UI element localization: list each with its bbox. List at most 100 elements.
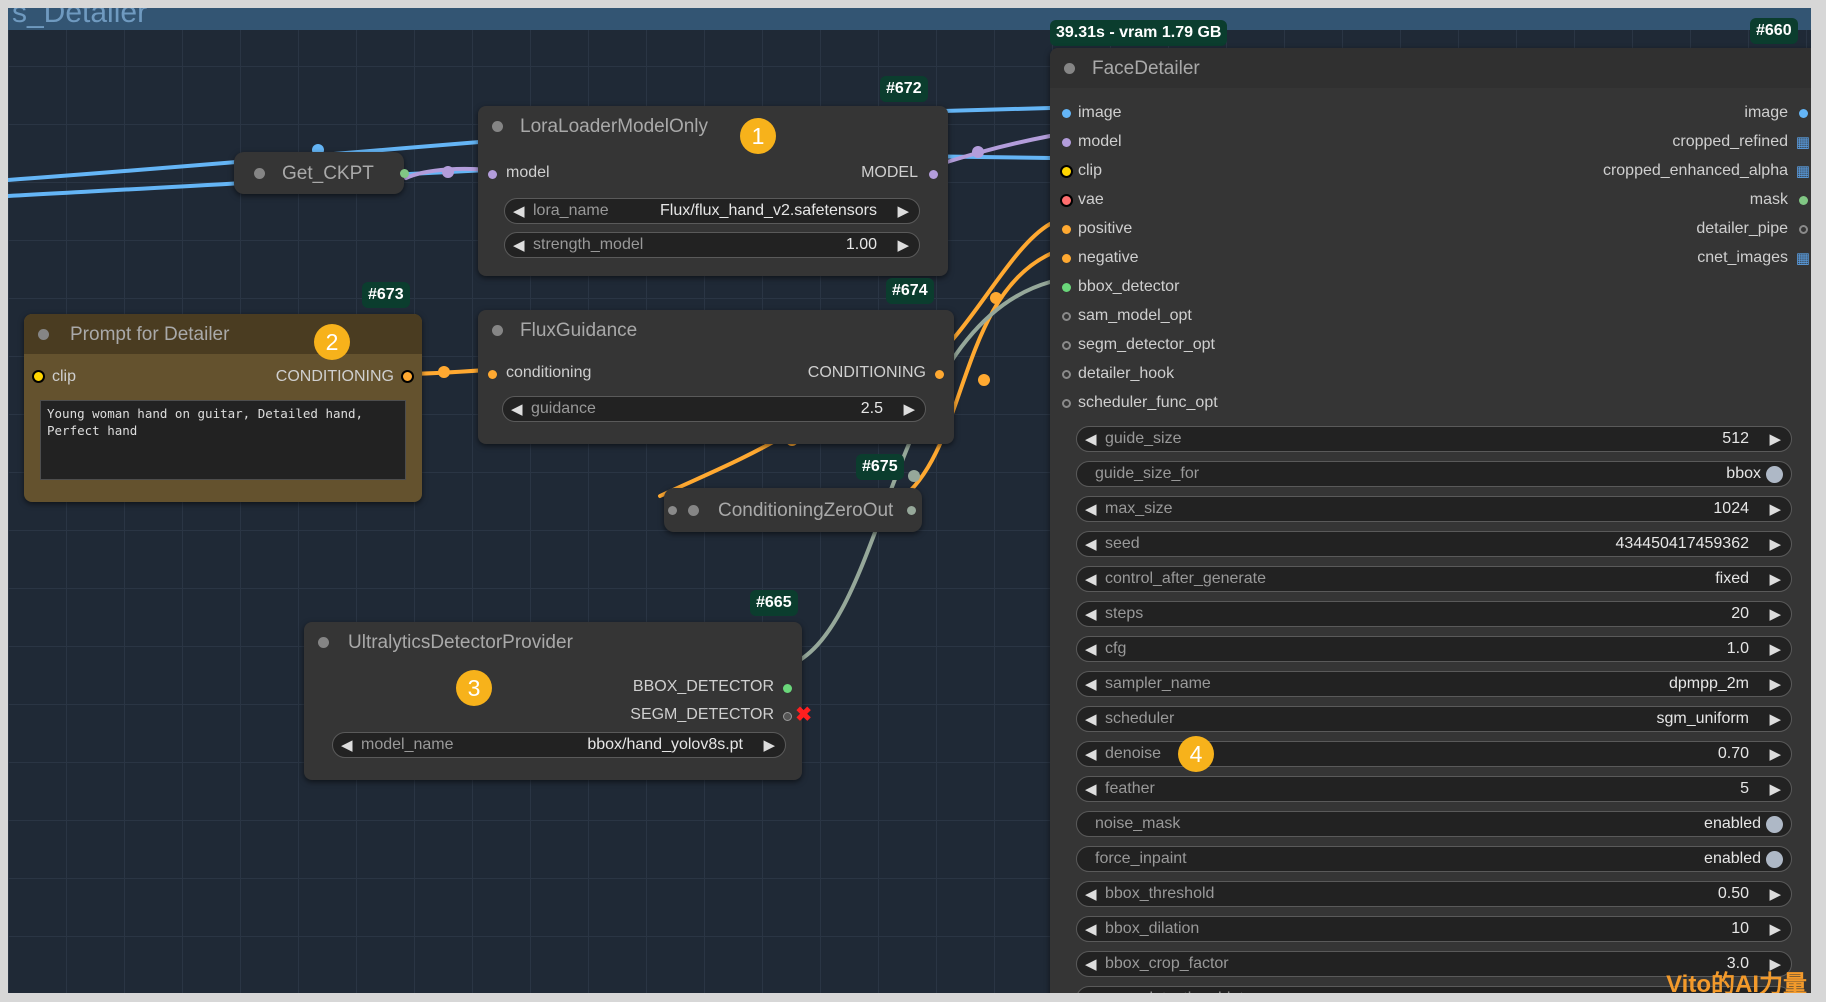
arrow-left-icon[interactable]: ◀ [1085,571,1097,588]
node-header[interactable]: UltralyticsDetectorProvider [304,622,802,662]
force-inpaint-toggle[interactable]: force_inpaint enabled [1076,846,1792,872]
list-output-grid-icon[interactable]: ▦ [1795,163,1810,180]
control-after-generate-combo[interactable]: ◀ control_after_generate fixed ▶ [1076,566,1792,592]
guide-size-for-toggle[interactable]: guide_size_for bbox [1076,461,1792,487]
strength-model-number[interactable]: ◀ strength_model 1.00 ▶ [504,232,920,258]
arrow-left-icon[interactable]: ◀ [1085,781,1097,798]
input-slot-scheduler-func-opt[interactable] [1062,399,1071,408]
node-header[interactable]: FluxGuidance [478,310,954,350]
arrow-left-icon[interactable]: ◀ [1085,536,1097,553]
node-header[interactable]: FaceDetailer [1050,48,1811,88]
arrow-left-icon[interactable]: ◀ [1085,711,1097,728]
flux-guidance-node[interactable]: FluxGuidance conditioning CONDITIONING ◀… [478,310,954,444]
list-output-grid-icon[interactable]: ▦ [1795,250,1810,267]
bbox-crop-factor-number[interactable]: ◀ bbox_crop_factor 3.0 ▶ [1076,951,1792,977]
graph-canvas[interactable]: s_Detailer Get_CKPT #672 [8,8,1811,993]
output-slot-dot[interactable] [400,169,409,178]
lora-name-combo[interactable]: ◀ lora_name Flux/flux_hand_v2.safetensor… [504,198,920,224]
sampler-name-combo[interactable]: ◀ sampler_name dpmpp_2m ▶ [1076,671,1792,697]
steps-number[interactable]: ◀ steps 20 ▶ [1076,601,1792,627]
arrow-right-icon[interactable]: ▶ [1769,886,1781,903]
arrow-left-icon[interactable]: ◀ [1085,990,1097,993]
prompt-node[interactable]: Prompt for Detailer clip CONDITIONING Yo… [24,314,422,502]
toggle-knob[interactable] [1766,816,1783,833]
group-header[interactable]: s_Detailer [8,8,1811,30]
arrow-right-icon[interactable]: ▶ [763,737,775,754]
arrow-right-icon[interactable]: ▶ [1769,781,1781,798]
arrow-left-icon[interactable]: ◀ [513,237,525,254]
arrow-left-icon[interactable]: ◀ [1085,921,1097,938]
feather-number[interactable]: ◀ feather 5 ▶ [1076,776,1792,802]
bbox-dilation-number[interactable]: ◀ bbox_dilation 10 ▶ [1076,916,1792,942]
output-slot-conditioning[interactable] [935,370,944,379]
prompt-textarea[interactable]: Young woman hand on guitar, Detailed han… [40,400,406,480]
guide-size-number[interactable]: ◀ guide_size 512 ▶ [1076,426,1792,452]
output-slot-detailer-pipe[interactable] [1799,225,1808,234]
arrow-left-icon[interactable]: ◀ [1085,606,1097,623]
face-detailer-node[interactable]: FaceDetailer image model clip vae positi… [1050,48,1811,993]
output-slot-image[interactable] [1799,109,1808,118]
arrow-left-icon[interactable]: ◀ [341,737,353,754]
output-slot-mask[interactable] [1799,196,1808,205]
input-slot-image[interactable] [1062,109,1071,118]
arrow-right-icon[interactable]: ▶ [903,401,915,418]
seed-number[interactable]: ◀ seed 434450417459362 ▶ [1076,531,1792,557]
arrow-right-icon[interactable]: ▶ [1769,921,1781,938]
arrow-right-icon[interactable]: ▶ [1769,606,1781,623]
arrow-right-icon[interactable]: ▶ [1769,571,1781,588]
input-slot-detailer-hook[interactable] [1062,370,1071,379]
arrow-left-icon[interactable]: ◀ [1085,746,1097,763]
input-slot-positive[interactable] [1062,225,1071,234]
output-slot-bbox-detector[interactable] [783,684,792,693]
arrow-left-icon[interactable]: ◀ [511,401,523,418]
input-slot-conditioning[interactable] [488,370,497,379]
arrow-right-icon[interactable]: ▶ [897,237,909,254]
input-slot-negative[interactable] [1062,254,1071,263]
input-slot-conditioning[interactable] [668,506,677,515]
arrow-right-icon[interactable]: ▶ [1769,431,1781,448]
input-slot-sam-model-opt[interactable] [1062,312,1071,321]
lora-loader-node[interactable]: LoraLoaderModelOnly model MODEL ◀ lora_n… [478,106,948,276]
arrow-right-icon[interactable]: ▶ [1769,536,1781,553]
arrow-left-icon[interactable]: ◀ [513,203,525,220]
output-slot-segm-detector[interactable] [783,712,792,721]
toggle-knob[interactable] [1766,851,1783,868]
arrow-left-icon[interactable]: ◀ [1085,886,1097,903]
scheduler-combo[interactable]: ◀ scheduler sgm_uniform ▶ [1076,706,1792,732]
output-slot-conditioning[interactable] [907,506,916,515]
model-name-combo[interactable]: ◀ model_name bbox/hand_yolov8s.pt ▶ [332,732,786,758]
input-slot-segm-detector-opt[interactable] [1062,341,1071,350]
input-slot-clip[interactable] [32,370,45,383]
list-output-grid-icon[interactable]: ▦ [1795,134,1810,151]
arrow-right-icon[interactable]: ▶ [1769,641,1781,658]
input-slot-vae[interactable] [1060,194,1073,207]
node-header[interactable]: LoraLoaderModelOnly [478,106,948,146]
arrow-right-icon[interactable]: ▶ [897,203,909,220]
arrow-right-icon[interactable]: ▶ [1769,711,1781,728]
guidance-number[interactable]: ◀ guidance 2.5 ▶ [502,396,926,422]
input-slot-clip[interactable] [1060,165,1073,178]
arrow-left-icon[interactable]: ◀ [1085,641,1097,658]
bbox-threshold-number[interactable]: ◀ bbox_threshold 0.50 ▶ [1076,881,1792,907]
node-header[interactable]: Prompt for Detailer [24,314,422,354]
input-slot-model[interactable] [488,170,497,179]
arrow-right-icon[interactable]: ▶ [1769,501,1781,518]
cfg-number[interactable]: ◀ cfg 1.0 ▶ [1076,636,1792,662]
toggle-knob[interactable] [1766,466,1783,483]
arrow-left-icon[interactable]: ◀ [1085,956,1097,973]
max-size-number[interactable]: ◀ max_size 1024 ▶ [1076,496,1792,522]
arrow-right-icon[interactable]: ▶ [1769,746,1781,763]
arrow-left-icon[interactable]: ◀ [1085,501,1097,518]
arrow-right-icon[interactable]: ▶ [1769,676,1781,693]
output-slot-conditioning[interactable] [401,370,414,383]
ultralytics-detector-node[interactable]: UltralyticsDetectorProvider BBOX_DETECTO… [304,622,812,780]
input-slot-bbox-detector[interactable] [1062,283,1071,292]
arrow-left-icon[interactable]: ◀ [1085,431,1097,448]
arrow-right-icon[interactable]: ▶ [1769,990,1781,993]
arrow-left-icon[interactable]: ◀ [1085,676,1097,693]
input-slot-model[interactable] [1062,138,1071,147]
output-slot-model[interactable] [929,170,938,179]
conditioning-zero-out-node[interactable]: ConditioningZeroOut [664,488,922,532]
noise-mask-toggle[interactable]: noise_mask enabled [1076,811,1792,837]
arrow-right-icon[interactable]: ▶ [1769,956,1781,973]
